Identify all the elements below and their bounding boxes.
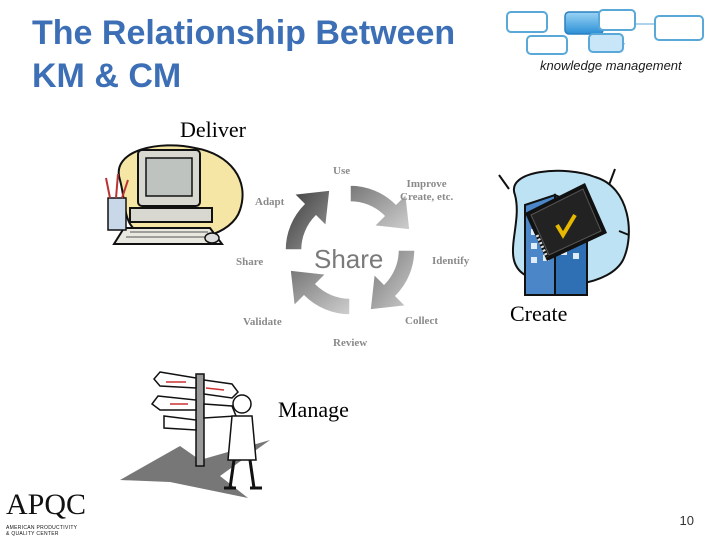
cycle-use-label: Use xyxy=(333,165,351,177)
cycle-adapt-label: Adapt xyxy=(255,196,285,208)
share-cycle-diagram xyxy=(284,184,416,316)
create-label: Create xyxy=(510,301,568,326)
cycle-center-label: Share xyxy=(314,244,384,274)
cycle-identify-label: Identify xyxy=(432,255,470,267)
deliver-label: Deliver xyxy=(180,117,246,142)
signpost-man-clipart-icon xyxy=(120,371,270,498)
cycle-arrows xyxy=(284,184,416,316)
apqc-logo-subtitle: AMERICAN PRODUCTIVITY & QUALITY CENTER xyxy=(6,525,102,537)
page-title: The Relationship Between KM & CM xyxy=(32,12,502,98)
apqc-logo-mark: APQC xyxy=(6,488,86,521)
apqc-logo-line-1: AMERICAN PRODUCTIVITY xyxy=(6,525,78,531)
page-number: 10 xyxy=(679,513,694,528)
km-label: knowledge management xyxy=(540,58,682,73)
title-line-1: The Relationship Between xyxy=(32,14,456,52)
computer-clipart-icon xyxy=(105,144,244,245)
cycle-improve-line-1: Improve xyxy=(406,178,447,190)
cycle-improve-line-2: Create, etc. xyxy=(400,191,454,203)
cycle-share-label: Share xyxy=(236,256,264,268)
apqc-logo-line-2: & QUALITY CENTER xyxy=(6,531,59,537)
cycle-review-label: Review xyxy=(333,337,368,349)
cycle-improve-label: Improve Create, etc. xyxy=(400,178,453,204)
manage-label: Manage xyxy=(278,397,349,422)
apqc-logo: APQC AMERICAN PRODUCTIVITY & QUALITY CEN… xyxy=(6,488,102,537)
cycle-validate-label: Validate xyxy=(243,316,282,328)
title-line-2: KM & CM xyxy=(32,57,182,95)
building-book-clipart-icon xyxy=(498,168,630,296)
km-network-icon xyxy=(506,9,704,55)
apqc-logo-wordmark: APQC xyxy=(6,488,86,520)
cycle-collect-label: Collect xyxy=(405,315,438,327)
